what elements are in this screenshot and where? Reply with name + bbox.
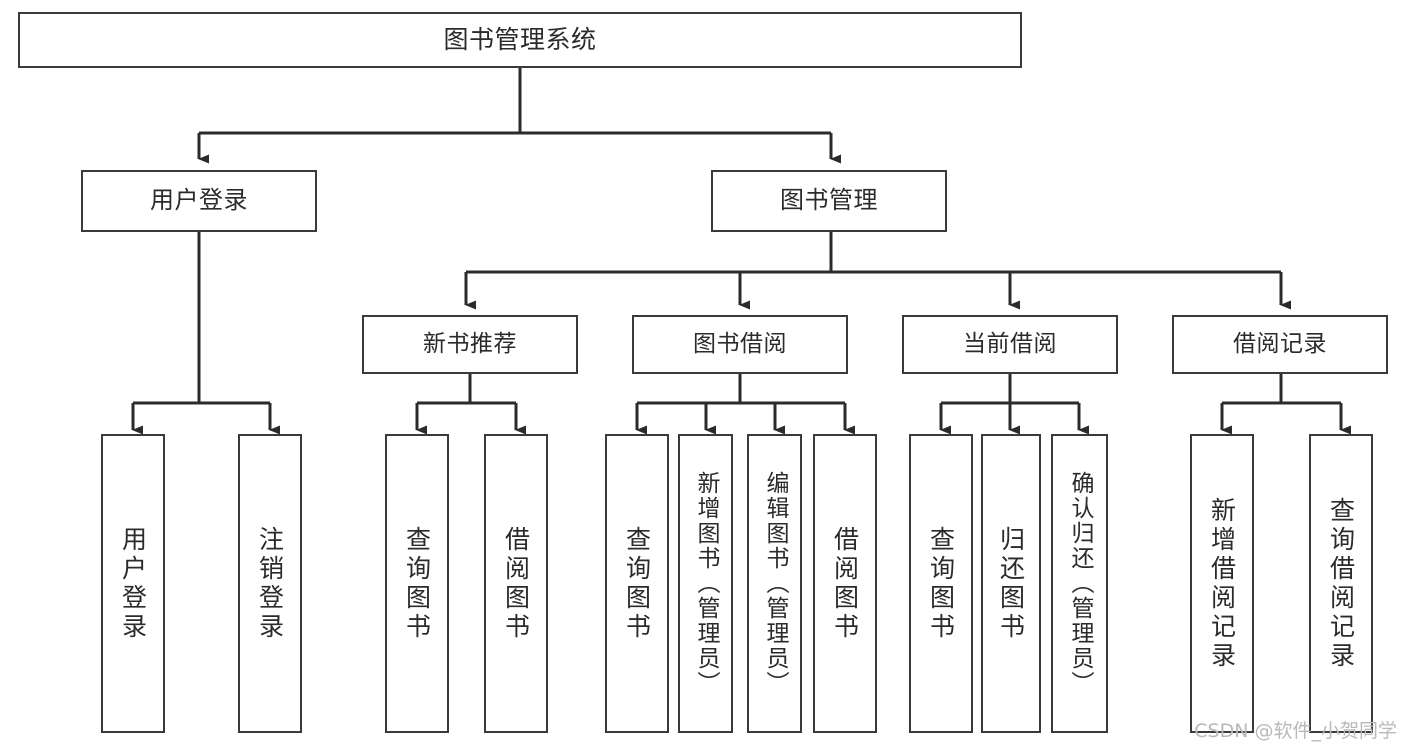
node-current-borrow[interactable]: 当前借阅 xyxy=(902,315,1118,374)
node-label: 新书推荐 xyxy=(423,331,517,358)
csdn-watermark: CSDN @软件_小贺同学 xyxy=(1194,720,1397,742)
node-borrow-record[interactable]: 借阅记录 xyxy=(1172,315,1388,374)
node-book-borrow[interactable]: 图书借阅 xyxy=(632,315,848,374)
node-label: 借阅图书 xyxy=(501,525,531,642)
node-label: 用户登录 xyxy=(150,186,248,215)
node-label: 图书借阅 xyxy=(693,331,787,358)
node-label: 图书管理系统 xyxy=(443,24,597,54)
node-label: 当前借阅 xyxy=(963,331,1057,358)
node-label: 图书管理 xyxy=(780,186,878,215)
leaf-book-borrow-add[interactable]: 新增图书（管理员） xyxy=(678,434,733,733)
node-label: 查询借阅记录 xyxy=(1326,496,1356,671)
node-book-management[interactable]: 图书管理 xyxy=(711,170,947,232)
leaf-user-login-signout[interactable]: 注销登录 xyxy=(238,434,302,733)
node-user-login[interactable]: 用户登录 xyxy=(81,170,317,232)
leaf-current-borrow-return[interactable]: 归还图书 xyxy=(981,434,1041,733)
node-label: 编辑图书（管理员） xyxy=(762,471,788,696)
leaf-new-book-query[interactable]: 查询图书 xyxy=(385,434,449,733)
node-label: 用户登录 xyxy=(118,525,148,642)
leaf-user-login-signin[interactable]: 用户登录 xyxy=(101,434,165,733)
node-label: 借阅图书 xyxy=(830,525,860,642)
node-label: 查询图书 xyxy=(402,525,432,642)
leaf-book-borrow-query[interactable]: 查询图书 xyxy=(605,434,669,733)
leaf-book-borrow-borrow[interactable]: 借阅图书 xyxy=(813,434,877,733)
leaf-borrow-record-query[interactable]: 查询借阅记录 xyxy=(1309,434,1373,733)
node-label: 归还图书 xyxy=(996,525,1026,642)
leaf-new-book-borrow[interactable]: 借阅图书 xyxy=(484,434,548,733)
node-label: 借阅记录 xyxy=(1233,331,1327,358)
node-new-book-recommend[interactable]: 新书推荐 xyxy=(362,315,578,374)
leaf-borrow-record-add[interactable]: 新增借阅记录 xyxy=(1190,434,1254,733)
node-label: 查询图书 xyxy=(926,525,956,642)
leaf-current-borrow-query[interactable]: 查询图书 xyxy=(909,434,973,733)
node-label: 确认归还（管理员） xyxy=(1067,471,1093,696)
node-root-system[interactable]: 图书管理系统 xyxy=(18,12,1022,68)
node-label: 注销登录 xyxy=(255,525,285,642)
leaf-book-borrow-edit[interactable]: 编辑图书（管理员） xyxy=(747,434,802,733)
leaf-current-borrow-confirm[interactable]: 确认归还（管理员） xyxy=(1051,434,1108,733)
node-label: 新增图书（管理员） xyxy=(693,471,719,696)
node-label: 新增借阅记录 xyxy=(1207,496,1237,671)
node-label: 查询图书 xyxy=(622,525,652,642)
